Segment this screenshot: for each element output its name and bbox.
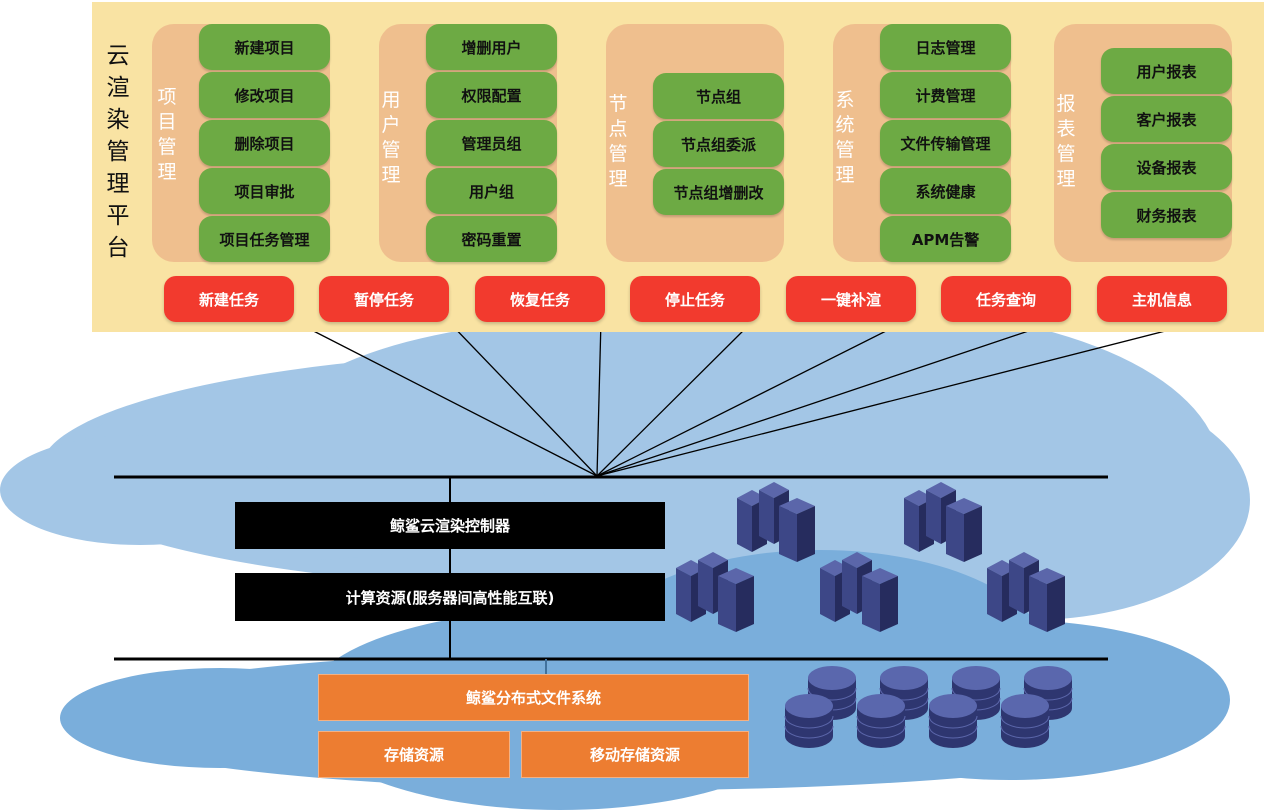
action-resume-task[interactable]: 恢复任务 [475, 276, 605, 322]
item-edit-project[interactable]: 修改项目 [199, 72, 330, 118]
group-label-system: 系统管理 [835, 89, 855, 186]
connector-lines [291, 315, 1225, 477]
action-re-render[interactable]: 一键补渲 [786, 276, 916, 322]
group-label-node: 节点管理 [608, 93, 628, 190]
item-project-approval[interactable]: 项目审批 [199, 168, 330, 214]
item-node-group-crud[interactable]: 节点组增删改 [653, 169, 784, 215]
group-label-user: 用户管理 [381, 89, 401, 186]
compute-resources-box: 计算资源(服务器间高性能互联) [235, 573, 665, 621]
connector-line-5 [596, 317, 1068, 477]
item-billing-management[interactable]: 计费管理 [880, 72, 1011, 118]
item-permission-config[interactable]: 权限配置 [426, 72, 557, 118]
storage-disk-icon [1000, 694, 1050, 748]
item-file-transfer-management[interactable]: 文件传输管理 [880, 120, 1011, 166]
item-log-management[interactable]: 日志管理 [880, 24, 1011, 70]
server-icon [676, 552, 754, 632]
render-controller-box: 鲸鲨云渲染控制器 [235, 502, 665, 549]
action-host-info[interactable]: 主机信息 [1097, 276, 1227, 322]
item-finance-report[interactable]: 财务报表 [1101, 192, 1232, 238]
item-device-report[interactable]: 设备报表 [1101, 144, 1232, 190]
storage-disk-icon [856, 694, 906, 748]
item-admin-group[interactable]: 管理员组 [426, 120, 557, 166]
action-task-query[interactable]: 任务查询 [941, 276, 1071, 322]
platform-title: 云渲染管理平台 [106, 43, 130, 261]
item-user-report[interactable]: 用户报表 [1101, 48, 1232, 94]
storage-disk-icon [928, 694, 978, 748]
server-icon [987, 552, 1065, 632]
action-new-task[interactable]: 新建任务 [164, 276, 294, 322]
connector-line-0 [291, 319, 598, 477]
distributed-filesystem-box: 鲸鲨分布式文件系统 [318, 674, 749, 721]
item-user-group[interactable]: 用户组 [426, 168, 557, 214]
item-password-reset[interactable]: 密码重置 [426, 216, 557, 262]
storage-disk-icon [784, 694, 834, 748]
item-delete-project[interactable]: 删除项目 [199, 120, 330, 166]
storage-resources-box: 存储资源 [318, 731, 510, 778]
server-icon [820, 552, 898, 632]
action-pause-task[interactable]: 暂停任务 [319, 276, 449, 322]
item-node-group-delegate[interactable]: 节点组委派 [653, 121, 784, 167]
connector-line-3 [596, 317, 757, 477]
connector-line-4 [596, 317, 913, 477]
item-system-health[interactable]: 系统健康 [880, 168, 1011, 214]
mobile-storage-resources-box: 移动存储资源 [521, 731, 749, 778]
server-icon [737, 482, 815, 562]
connector-line-1 [446, 319, 598, 477]
item-apm-alert[interactable]: APM告警 [880, 216, 1011, 262]
action-stop-task[interactable]: 停止任务 [630, 276, 760, 322]
connector-line-2 [596, 319, 602, 477]
connector-line-6 [596, 315, 1225, 477]
group-label-report: 报表管理 [1056, 93, 1076, 190]
item-node-group[interactable]: 节点组 [653, 73, 784, 119]
server-icon [904, 482, 982, 562]
storage-disk-icon [951, 666, 1001, 720]
item-project-task-management[interactable]: 项目任务管理 [199, 216, 330, 262]
group-label-project: 项目管理 [157, 86, 177, 183]
item-new-project[interactable]: 新建项目 [199, 24, 330, 70]
item-customer-report[interactable]: 客户报表 [1101, 96, 1232, 142]
item-add-remove-user[interactable]: 增删用户 [426, 24, 557, 70]
